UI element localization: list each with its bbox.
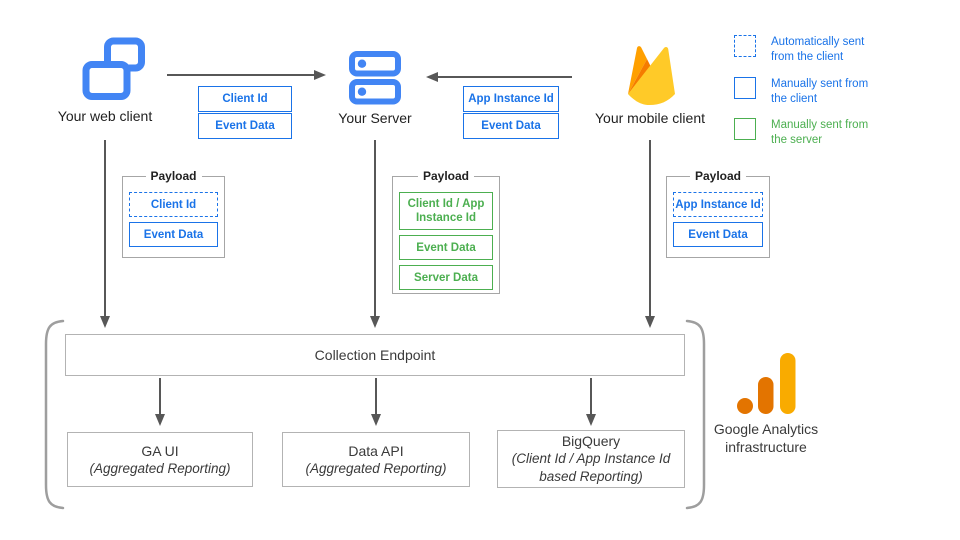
data-api-box: Data API (Aggregated Reporting) <box>282 432 470 487</box>
right-bracket <box>685 319 706 510</box>
payload-title: Payload <box>145 169 202 183</box>
web-payload-box: Payload Client Id Event Data <box>122 169 225 258</box>
node-subtitle: (Client Id / App Instance Id based Repor… <box>511 451 671 484</box>
dashed-blue-swatch-icon <box>734 35 756 57</box>
legend-label: Automatically sent from the client <box>771 36 865 63</box>
legend-item-manual-server: Manually sent from the server <box>734 118 883 148</box>
payload-item-event-data: Event Data <box>129 222 218 247</box>
payload-item-client-id-app-instance-id: Client Id / App Instance Id <box>399 192 493 230</box>
node-name: GA UI <box>141 442 179 459</box>
collection-endpoint-label: Collection Endpoint <box>314 347 436 363</box>
web-flow-event-data-chip: Event Data <box>198 113 292 139</box>
mobile-flow-app-instance-id-chip: App Instance Id <box>463 86 559 112</box>
payload-item-event-data: Event Data <box>399 235 493 260</box>
legend-label: Manually sent from the server <box>771 119 869 146</box>
payload-item-server-data: Server Data <box>399 265 493 290</box>
node-subtitle: (Aggregated Reporting) <box>89 460 231 476</box>
payload-item-app-instance-id: App Instance Id <box>673 192 763 217</box>
payload-item-client-id: Client Id <box>129 192 218 217</box>
left-bracket <box>44 319 65 510</box>
infrastructure-caption: Google Analytics infrastructure <box>700 420 832 456</box>
payload-title: Payload <box>689 169 747 183</box>
overlapping-browser-windows-icon <box>82 37 145 100</box>
collection-endpoint-box: Collection Endpoint <box>65 334 685 376</box>
bigquery-box: BigQuery (Client Id / App Instance Id ba… <box>497 430 685 488</box>
node-name: Data API <box>348 442 404 459</box>
node-subtitle: (Aggregated Reporting) <box>305 460 447 476</box>
google-analytics-logo <box>737 353 796 414</box>
solid-green-swatch-icon <box>734 118 756 140</box>
web-flow-client-id-chip: Client Id <box>198 86 292 112</box>
legend-item-auto-client: Automatically sent from the client <box>734 35 883 65</box>
ga-ui-box: GA UI (Aggregated Reporting) <box>67 432 253 487</box>
server-label: Your Server <box>338 110 412 126</box>
server-payload-box: Payload Client Id / App Instance Id Even… <box>392 169 500 294</box>
server-stack-icon <box>349 51 401 105</box>
payload-item-event-data: Event Data <box>673 222 763 247</box>
solid-blue-swatch-icon <box>734 77 756 99</box>
mobile-payload-box: Payload App Instance Id Event Data <box>666 169 770 258</box>
web-client-label: Your web client <box>57 108 153 124</box>
infrastructure-caption-line1: Google Analytics <box>713 421 819 437</box>
mobile-client-label: Your mobile client <box>595 110 705 126</box>
firebase-flame-icon <box>628 46 675 105</box>
legend-label: Manually sent from the client <box>771 78 869 105</box>
legend-item-manual-client: Manually sent from the client <box>734 77 883 107</box>
node-name: BigQuery <box>561 433 621 449</box>
infrastructure-caption-line2: infrastructure <box>725 439 807 455</box>
mobile-flow-event-data-chip: Event Data <box>463 113 559 139</box>
payload-title: Payload <box>417 169 475 183</box>
